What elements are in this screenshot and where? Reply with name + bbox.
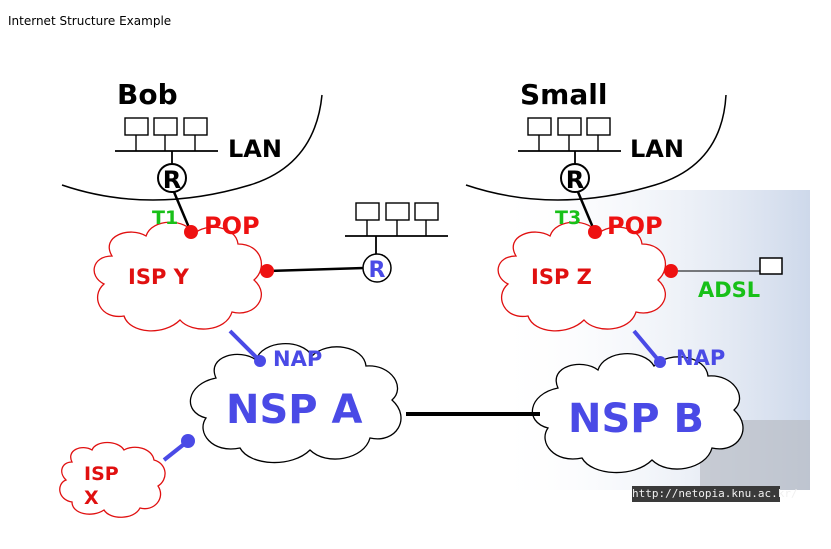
pop-dot-left [184, 225, 198, 239]
nap-link-right [632, 329, 662, 364]
adsl-label: ADSL [698, 278, 760, 302]
router-left-label: R [163, 166, 181, 194]
isp-y-label: ISP Y [128, 265, 190, 289]
lan-boundary-right [465, 94, 727, 201]
site-name-bob: Bob [117, 78, 178, 111]
router-middle: R [362, 253, 392, 283]
router-left: R [157, 163, 187, 194]
nap-dot-left [254, 355, 266, 367]
router-right-label: R [566, 166, 584, 194]
page-title: Internet Structure Example [8, 14, 172, 28]
t1-link-line [172, 191, 192, 231]
lan-boundary-left [61, 94, 323, 201]
nap-label-left: NAP [273, 347, 322, 371]
adsl-modem-icon [759, 257, 783, 275]
watermark-url: http://netopia.knu.ac.kr/ [632, 486, 798, 502]
t3-link-line [576, 191, 596, 231]
lan-hosts-right [518, 117, 621, 164]
pop-label-right: POP [607, 212, 663, 240]
nsp-a-label: NSP A [226, 387, 363, 433]
ispy-router-link [267, 266, 365, 273]
router-middle-label: R [369, 258, 386, 283]
pop-dot-isp-y-east [260, 264, 274, 278]
lan-hosts-left [115, 117, 218, 164]
site-name-small: Small [520, 78, 607, 111]
pop-label-left: POP [204, 212, 260, 240]
isp-x-label-line2: X [84, 487, 99, 509]
nap-label-right: NAP [676, 346, 725, 370]
pop-dot-isp-z-east [664, 264, 678, 278]
lan-hosts-middle [345, 202, 448, 255]
cloud-isp-z [497, 221, 667, 332]
link-label-t3: T3 [555, 207, 581, 229]
pop-dot-right [588, 225, 602, 239]
nap-link-left [228, 329, 262, 363]
cloud-isp-y [93, 221, 263, 332]
nap-dot-right [654, 356, 666, 368]
cloud-isp-x [59, 441, 166, 518]
link-label-t1: T1 [152, 207, 178, 229]
cloud-nsp-a [189, 343, 402, 464]
lan-label-right: LAN [630, 135, 684, 163]
cloud-nsp-b [531, 353, 744, 474]
router-right: R [560, 163, 590, 194]
nap-dot-isp-x [181, 434, 195, 448]
nsp-b-label: NSP B [568, 396, 704, 442]
isp-z-label: ISP Z [531, 265, 592, 289]
isp-x-label-line1: ISP [84, 463, 119, 485]
lan-label-left: LAN [228, 135, 282, 163]
